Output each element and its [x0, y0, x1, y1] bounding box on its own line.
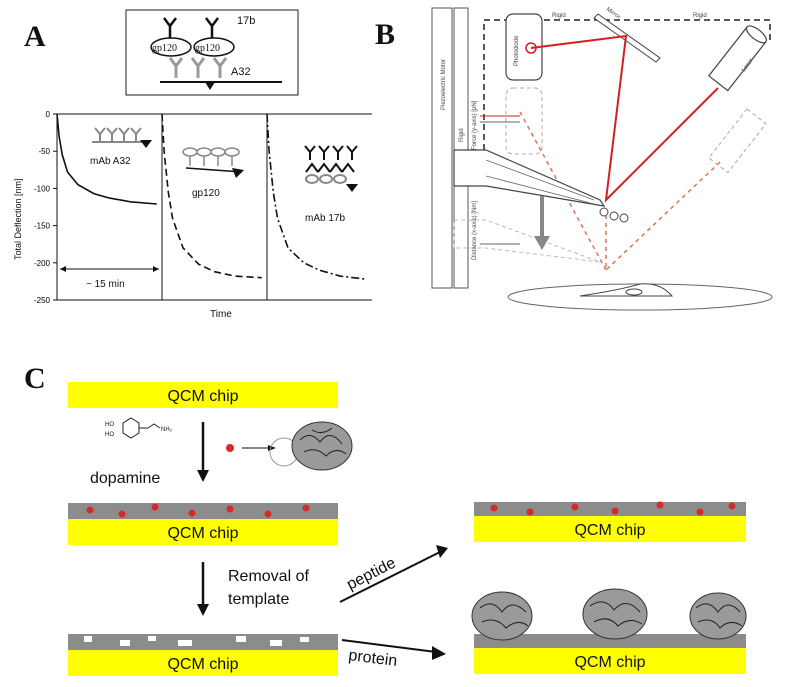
rigid-frame [483, 19, 771, 160]
y-tick-label: 0 [46, 110, 51, 119]
panel-label-c: C [24, 362, 46, 395]
inset-17b-label: 17b [237, 15, 255, 27]
removal-label-1: Removal of [228, 568, 309, 585]
qcm-chip-5 [474, 648, 746, 674]
rigid-label-vertical: Rigid [459, 128, 465, 142]
inset-gp120-right: gp120 [195, 43, 220, 54]
protein-arrow [341, 639, 437, 653]
curve-3 [266, 113, 367, 280]
qcm-chip-2-label: QCM chip [167, 525, 238, 542]
piezo-motor [431, 7, 453, 289]
bound-peptides [490, 501, 736, 516]
panel-label-b: B [375, 18, 396, 51]
laser-ghost [708, 108, 767, 174]
qcm-chip-4 [474, 516, 746, 542]
rigid-bar [453, 7, 469, 289]
panel-a: gp120 gp120 17b A32 0 -50 -100 -150 -200 -250… [13, 9, 372, 320]
y-tick-label: -50 [38, 147, 50, 156]
deflection-plot: 0 -50 -100 -150 -200 -250 ~ 15 min Time Total… [13, 110, 372, 320]
protein-label: protein [348, 647, 399, 670]
piezo-label: Piezoelectric Motor [441, 59, 447, 110]
peptide-arrow [339, 551, 441, 603]
segment-label-17b: mAb 17b [305, 213, 345, 224]
segment-label-a32: mAb A32 [90, 156, 131, 167]
cell [579, 283, 674, 297]
polydopamine-layer-2 [68, 503, 338, 519]
peptide-label: peptide [344, 555, 399, 594]
y-tick-label: -250 [34, 296, 51, 305]
gp120-layer-icon [182, 147, 244, 178]
cantilever [453, 149, 606, 207]
duration-label: ~ 15 min [86, 279, 125, 290]
protein-blob-top [291, 421, 353, 471]
17b-layer-icon [304, 145, 358, 192]
chem-ho-1: HO [105, 422, 114, 428]
inset-a32-label: A32 [231, 66, 251, 78]
mirror [593, 13, 661, 63]
laser-beam [530, 34, 719, 203]
embedded-templates-2 [86, 503, 310, 518]
qcm-chip-5-label: QCM chip [574, 654, 645, 671]
qcm-chip-1 [68, 382, 338, 408]
qcm-chip-3 [68, 650, 338, 676]
template-molecule [226, 444, 234, 452]
chem-ho-2: HO [105, 432, 114, 438]
inset-gp120-left: gp120 [152, 43, 177, 54]
mirror-label: Mirror [605, 7, 621, 21]
panel-b: Piezoelectric Motor Rigid Rigid Rigid Ph… [431, 7, 773, 311]
qcm-chip-2 [68, 519, 338, 545]
laser [708, 25, 768, 92]
photodiode-label: Photodiode [514, 35, 520, 66]
rigid-label-top-2: Rigid [693, 13, 707, 19]
rigid-label-top-1: Rigid [552, 13, 566, 19]
protein-layer [474, 634, 746, 648]
dopamine-label: dopamine [90, 470, 160, 487]
distance-axis-label: Distance (x-axis) [Nm] [472, 201, 478, 260]
a32-layer-icon [92, 127, 152, 148]
qcm-chip-3-label: QCM chip [167, 656, 238, 673]
photodiode-ghost [505, 87, 543, 155]
panel-label-a: A [24, 20, 46, 53]
chem-nh2: NH₂ [161, 427, 173, 433]
x-axis-label: Time [210, 309, 232, 320]
removal-label-2: template [228, 591, 289, 608]
imprinted-layer [68, 634, 338, 650]
qcm-chip-4-label: QCM chip [574, 522, 645, 539]
cantilever-ghost [453, 219, 601, 263]
bound-proteins [471, 588, 747, 641]
y-tick-label: -150 [34, 222, 51, 231]
peptide-layer [474, 502, 746, 516]
qcm-chip-1-label: QCM chip [167, 388, 238, 405]
force-axis-label: Force (y-axis) [pN] [472, 100, 478, 150]
cavities [84, 636, 309, 646]
y-tick-label: -100 [34, 184, 51, 193]
inset-antibody-schematic [150, 17, 282, 90]
panel-c: QCM chip HO HO NH₂ dopamine QCM chip [68, 382, 747, 676]
segment-label-gp120: gp120 [192, 188, 220, 199]
y-axis-label: Total Deflection [nm] [13, 178, 23, 260]
curve-2 [161, 113, 262, 279]
y-tick-label: -200 [34, 259, 51, 268]
curve-1 [56, 113, 157, 205]
dopamine-structure [122, 417, 161, 439]
